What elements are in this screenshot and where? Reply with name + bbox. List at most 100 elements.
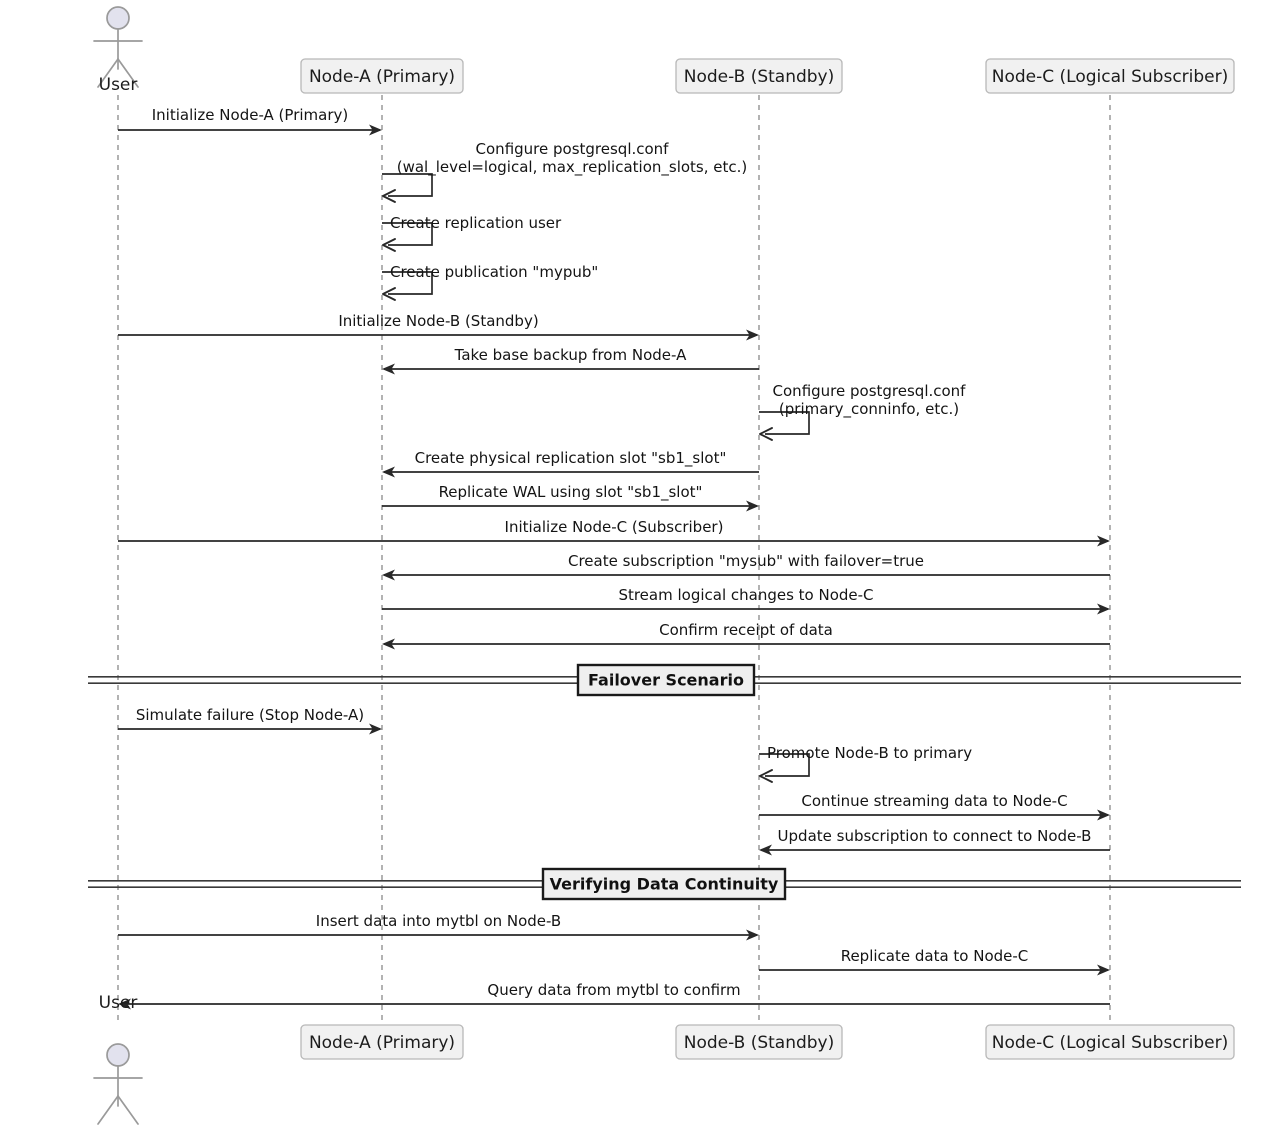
message-label: (primary_conninfo, etc.) (779, 400, 959, 419)
actor-head-icon (106, 1043, 130, 1067)
message-12[interactable]: Stream logical changes to Node-C (382, 586, 1110, 615)
actor-leg-right (117, 1095, 139, 1125)
participant-nodeb[interactable]: Node-B (Standby) (675, 1024, 843, 1060)
message-arrowhead-icon (382, 466, 395, 478)
message-1[interactable]: Initialize Node-A (Primary) (118, 106, 382, 136)
self-message-arrowhead-icon (382, 238, 396, 252)
message-label: Initialize Node-A (Primary) (152, 106, 348, 124)
actor-leg-right (117, 58, 139, 88)
message-14[interactable]: Simulate failure (Stop Node-A) (118, 706, 382, 735)
message-label: Promote Node-B to primary (767, 744, 972, 762)
participant-box-nodeb[interactable] (675, 58, 843, 94)
self-message-arrowhead-icon (759, 427, 773, 441)
message-label: Configure postgresql.conf (476, 140, 670, 158)
divider-failover[interactable]: Failover Scenario (88, 663, 1241, 697)
message-8[interactable]: Create physical replication slot "sb1_sl… (382, 449, 759, 478)
message-label: Stream logical changes to Node-C (618, 586, 873, 604)
message-arrowhead-icon (382, 569, 395, 581)
participant-box-nodea[interactable] (300, 1024, 464, 1060)
message-arrowhead-icon (382, 363, 395, 375)
message-9[interactable]: Replicate WAL using slot "sb1_slot" (382, 483, 759, 512)
participant-box-nodeb[interactable] (675, 1024, 843, 1060)
message-label: Configure postgresql.conf (773, 382, 967, 400)
self-message-path (759, 411, 810, 435)
message-5[interactable]: Initialize Node-B (Standby) (118, 312, 759, 341)
participant-nodeb[interactable]: Node-B (Standby) (675, 58, 843, 94)
divider-box[interactable] (541, 867, 787, 901)
participant-box-nodec[interactable] (985, 58, 1235, 94)
participant-nodec[interactable]: Node-C (Logical Subscriber) (985, 58, 1235, 94)
message-arrowhead-icon (369, 723, 382, 735)
self-message-path (382, 271, 433, 295)
lifelines-layer (117, 95, 1111, 1022)
participant-nodec[interactable]: Node-C (Logical Subscriber) (985, 1024, 1235, 1060)
participant-nodea[interactable]: Node-A (Primary) (300, 58, 464, 94)
message-label: Take base backup from Node-A (454, 346, 687, 364)
message-label: Simulate failure (Stop Node-A) (136, 706, 364, 724)
self-message-arrowhead-icon (382, 287, 396, 301)
message-6[interactable]: Take base backup from Node-A (382, 346, 759, 375)
actor-label-user: User (99, 993, 138, 1013)
message-arrowhead-icon (118, 998, 131, 1010)
message-arrowhead-icon (746, 929, 759, 941)
participant-label-nodec: Node-C (Logical Subscriber) (992, 1033, 1229, 1053)
message-label: Replicate data to Node-C (841, 947, 1029, 965)
message-label: Create physical replication slot "sb1_sl… (415, 449, 727, 468)
participant-box-nodec[interactable] (985, 1024, 1235, 1060)
participant-label-nodea: Node-A (Primary) (309, 67, 455, 87)
message-label: Create replication user (390, 214, 562, 232)
message-label: Update subscription to connect to Node-B (778, 827, 1092, 845)
message-arrowhead-icon (382, 638, 395, 650)
self-message-path (382, 222, 433, 246)
message-label: Initialize Node-B (Standby) (338, 312, 538, 330)
message-label: Replicate WAL using slot "sb1_slot" (439, 483, 703, 502)
message-13[interactable]: Confirm receipt of data (382, 621, 1110, 650)
message-4[interactable]: Create publication "mypub" (382, 263, 598, 301)
divider-verifying[interactable]: Verifying Data Continuity (88, 867, 1241, 901)
message-label: (wal_level=logical, max_replication_slot… (397, 158, 748, 177)
message-arrowhead-icon (759, 844, 772, 856)
message-arrowhead-icon (1097, 809, 1110, 821)
message-10[interactable]: Initialize Node-C (Subscriber) (118, 518, 1110, 547)
message-label: Insert data into mytbl on Node-B (316, 912, 561, 930)
divider-label: Failover Scenario (588, 671, 744, 690)
actor-label-user: User (99, 75, 138, 95)
message-arrowhead-icon (746, 329, 759, 341)
message-11[interactable]: Create subscription "mysub" with failove… (382, 552, 1110, 581)
message-19[interactable]: Replicate data to Node-C (759, 947, 1110, 976)
message-arrowhead-icon (1097, 964, 1110, 976)
message-15[interactable]: Promote Node-B to primary (759, 744, 972, 783)
self-message-arrowhead-icon (759, 769, 773, 783)
message-7[interactable]: Configure postgresql.conf(primary_connin… (759, 382, 967, 441)
participant-label-nodeb: Node-B (Standby) (684, 1033, 835, 1053)
participant-box-nodea[interactable] (300, 58, 464, 94)
actor-head-icon (106, 6, 130, 30)
message-label: Confirm receipt of data (659, 621, 833, 639)
participant-nodea[interactable]: Node-A (Primary) (300, 1024, 464, 1060)
message-2[interactable]: Configure postgresql.conf(wal_level=logi… (382, 140, 748, 203)
participant-label-nodea: Node-A (Primary) (309, 1033, 455, 1053)
divider-box[interactable] (576, 663, 756, 697)
message-3[interactable]: Create replication user (382, 214, 562, 252)
message-label: Query data from mytbl to confirm (487, 981, 740, 999)
message-arrowhead-icon (1097, 535, 1110, 547)
divider-label: Verifying Data Continuity (550, 875, 779, 894)
participant-label-nodeb: Node-B (Standby) (684, 67, 835, 87)
message-arrowhead-icon (369, 124, 382, 136)
message-16[interactable]: Continue streaming data to Node-C (759, 792, 1110, 821)
message-18[interactable]: Insert data into mytbl on Node-B (118, 912, 759, 941)
self-message-arrowhead-icon (382, 189, 396, 203)
actor-leg-left (97, 58, 119, 88)
actor-user[interactable]: User (93, 993, 143, 1125)
message-20[interactable]: Query data from mytbl to confirm (118, 981, 1110, 1010)
actor-user[interactable]: User (93, 6, 143, 95)
self-message-path (759, 753, 810, 777)
message-label: Create subscription "mysub" with failove… (568, 552, 924, 570)
message-17[interactable]: Update subscription to connect to Node-B (759, 827, 1110, 856)
message-label: Create publication "mypub" (390, 263, 598, 281)
message-arrowhead-icon (1097, 603, 1110, 615)
